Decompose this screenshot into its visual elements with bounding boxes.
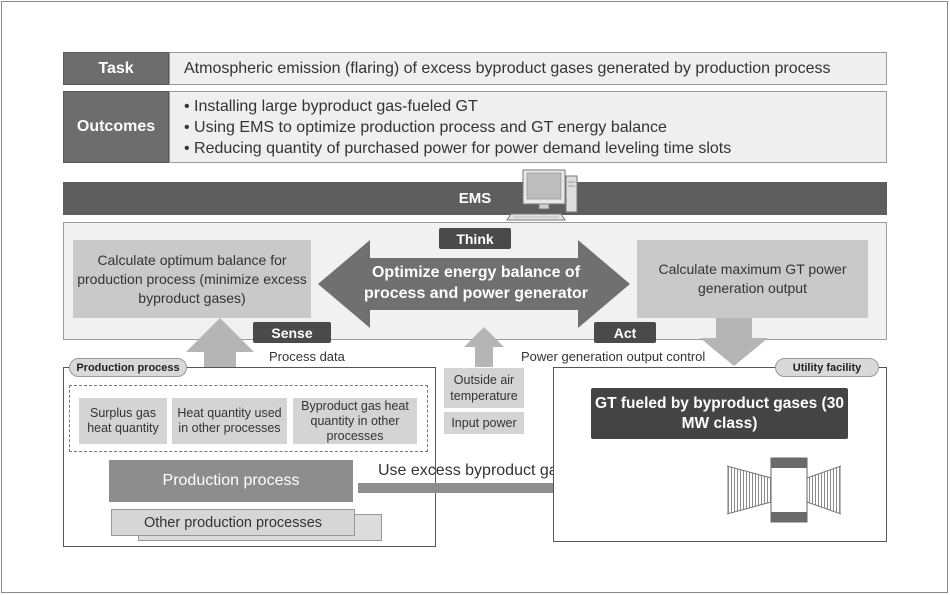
optimize-label: Optimize energy balance of process and p…	[363, 264, 589, 302]
outcomes-label: Outcomes	[63, 91, 169, 163]
input-arrow-icon	[464, 327, 504, 367]
production-process-pill: Production process	[69, 358, 187, 377]
calc-production-box: Calculate optimum balance for production…	[73, 240, 311, 318]
utility-facility-pill: Utility facility	[775, 358, 879, 377]
input-power-box: Input power	[444, 412, 524, 434]
ems-title-bar: EMS	[63, 182, 887, 215]
task-label: Task	[63, 52, 169, 85]
outside-air-box: Outside air temperature	[444, 368, 524, 408]
outcome-item: • Installing large byproduct gas-fueled …	[184, 98, 478, 115]
act-tag: Act	[594, 322, 656, 343]
task-text: Atmospheric emission (flaring) of excess…	[169, 52, 887, 85]
byproduct-heat-box: Byproduct gas heat quantity in other pro…	[293, 398, 417, 444]
calc-gt-box: Calculate maximum GT power generation ou…	[637, 240, 868, 318]
outcomes-list: • Installing large byproduct gas-fueled …	[169, 91, 887, 163]
computer-icon	[506, 169, 578, 221]
outcome-item: • Using EMS to optimize production proce…	[184, 119, 667, 136]
heat-used-box: Heat quantity used in other processes	[172, 398, 287, 444]
production-process-box: Production process	[109, 460, 353, 502]
process-data-group	[69, 385, 428, 452]
other-processes-box: Other production processes	[111, 509, 355, 536]
double-arrow-icon	[318, 240, 630, 328]
power-control-label: Power generation output control	[521, 349, 706, 364]
surplus-gas-box: Surplus gas heat quantity	[79, 398, 167, 444]
gt-box: GT fueled by byproduct gases (30 MW clas…	[591, 388, 848, 439]
process-data-label: Process data	[269, 349, 345, 364]
act-arrow-icon	[700, 318, 768, 366]
gas-turbine-icon	[727, 457, 841, 523]
think-tag: Think	[439, 228, 511, 249]
sense-arrow-icon	[186, 318, 254, 400]
outcome-item: • Reducing quantity of purchased power f…	[184, 140, 732, 157]
sense-tag: Sense	[253, 322, 331, 343]
